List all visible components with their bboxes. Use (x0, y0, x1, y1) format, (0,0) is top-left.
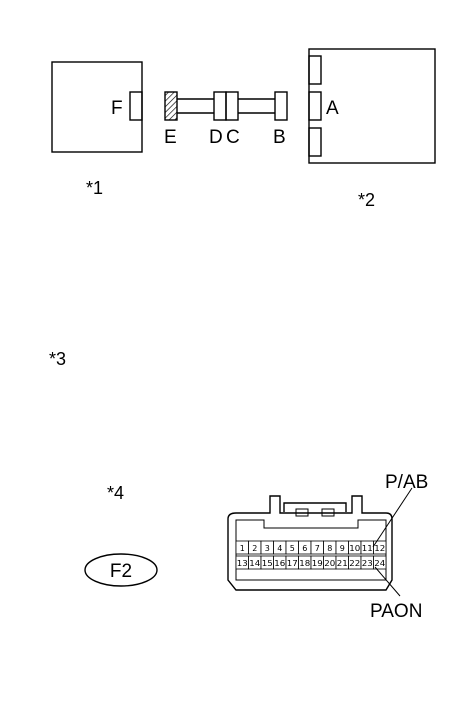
pin-number: 3 (265, 544, 270, 553)
ref-3: *3 (49, 349, 66, 369)
callout-paon: PAON (370, 601, 422, 622)
pin-number: 23 (362, 559, 373, 568)
pin-cell (373, 540, 387, 555)
pin-number: 9 (340, 544, 345, 553)
pin-number: 14 (249, 559, 260, 568)
connector-b-label: B (273, 127, 286, 148)
component-2: A (308, 48, 436, 164)
ref-2: *2 (358, 190, 375, 210)
pin-number: 19 (312, 559, 323, 568)
connector-c (225, 91, 239, 121)
connector-b (274, 91, 288, 121)
pin-number: 13 (237, 559, 248, 568)
pin-number: 2 (252, 544, 257, 553)
ref-1: *1 (86, 178, 103, 198)
pin-number: 1 (240, 544, 245, 553)
harness: E D C B (164, 91, 288, 148)
pin-number: 18 (299, 559, 310, 568)
pin-number: 22 (349, 559, 360, 568)
pin-number: 7 (315, 544, 320, 553)
connector-a-label: A (326, 98, 339, 119)
pin-number: 8 (327, 544, 332, 553)
component-1: F (51, 61, 143, 153)
pin-number: 4 (277, 544, 282, 553)
connector-code-badge: F2 (84, 553, 158, 587)
pin-number: 15 (262, 559, 273, 568)
pin-number: 6 (302, 544, 307, 553)
connector-f (129, 91, 143, 121)
pin-number: 11 (362, 544, 373, 553)
pin-number: 16 (274, 559, 285, 568)
pin-number: 12 (374, 544, 385, 553)
pin-number: 20 (324, 559, 335, 568)
pin-number: 21 (337, 559, 348, 568)
pin-number: 24 (374, 559, 385, 568)
connector-f-label: F (111, 98, 123, 119)
pin-number: 17 (287, 559, 298, 568)
callout-p-ab: P/AB (385, 472, 428, 493)
ref-4: *4 (107, 483, 124, 503)
connector-code: F2 (110, 561, 132, 582)
pin-number: 5 (290, 544, 295, 553)
connector-d (213, 91, 227, 121)
callouts: P/AB PAON (370, 472, 428, 622)
pin-number: 10 (349, 544, 360, 553)
connector-a (308, 91, 322, 121)
pin-cell (373, 555, 387, 570)
connector-e (164, 91, 178, 121)
connector-d-label: D (209, 127, 223, 148)
connector-e-label: E (164, 127, 177, 148)
connector-c-label: C (226, 127, 240, 148)
